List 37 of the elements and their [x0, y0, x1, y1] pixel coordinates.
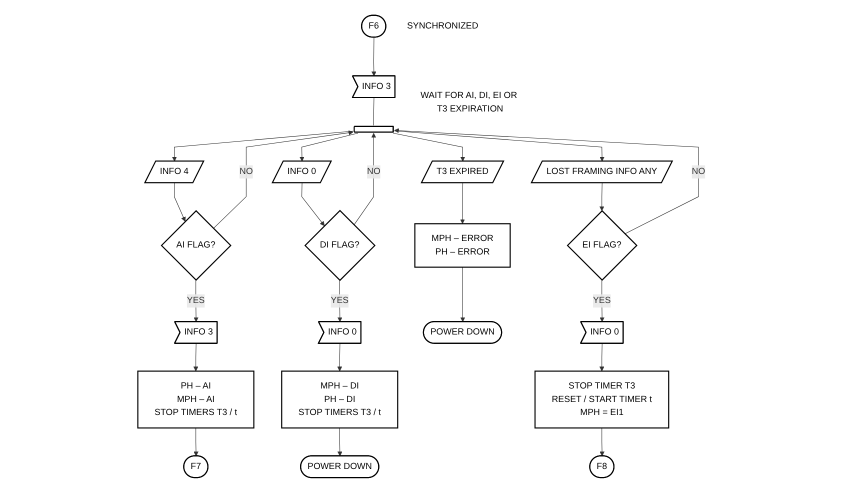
- node-diamond: DI FLAG?: [304, 210, 376, 282]
- edge-label: YES: [330, 296, 349, 306]
- arrow: [460, 182, 465, 224]
- edge-label: YES: [592, 296, 611, 306]
- arrow: [337, 343, 342, 372]
- edge-label: NO: [367, 166, 380, 176]
- arrow: [174, 182, 186, 222]
- arrow: [172, 130, 354, 162]
- arrow: [194, 280, 198, 322]
- arrow: [392, 132, 466, 162]
- arrow: [600, 428, 604, 456]
- arrow: [599, 343, 604, 372]
- arrow: [194, 428, 198, 456]
- edge-label: YES: [186, 296, 205, 306]
- node-box: MPH – ERROR PH – ERROR: [414, 223, 511, 268]
- arrow: [213, 130, 354, 229]
- node-diamond: AI FLAG?: [160, 210, 232, 281]
- arrow: [300, 132, 358, 162]
- edge-label: NO: [692, 166, 706, 176]
- node-box: MPH – DI PH – DI STOP TIMERS T3 / t: [281, 370, 398, 429]
- arrow: [460, 266, 466, 322]
- node-diamond: EI FLAG?: [566, 210, 638, 281]
- arrow: [394, 128, 699, 234]
- arrow: [337, 428, 342, 456]
- arrow: [302, 182, 325, 226]
- node-box: PH – AI MPH – AI STOP TIMERS T3 / t: [137, 370, 254, 429]
- connector: [373, 98, 374, 126]
- arrow: [193, 343, 198, 372]
- node-label: SYNCHRONIZED: [406, 21, 478, 31]
- node-box: STOP TIMER T3 RESET / START TIMER t MPH = EI1: [534, 370, 670, 429]
- node-label: WAIT FOR AI, DI, EI OR T3 EXPIRATION: [420, 90, 518, 114]
- edge-label: NO: [240, 166, 253, 176]
- arrow: [354, 132, 376, 226]
- arrow: [600, 280, 605, 322]
- arrow: [599, 182, 604, 212]
- arrow: [371, 37, 376, 76]
- arrow: [337, 280, 342, 322]
